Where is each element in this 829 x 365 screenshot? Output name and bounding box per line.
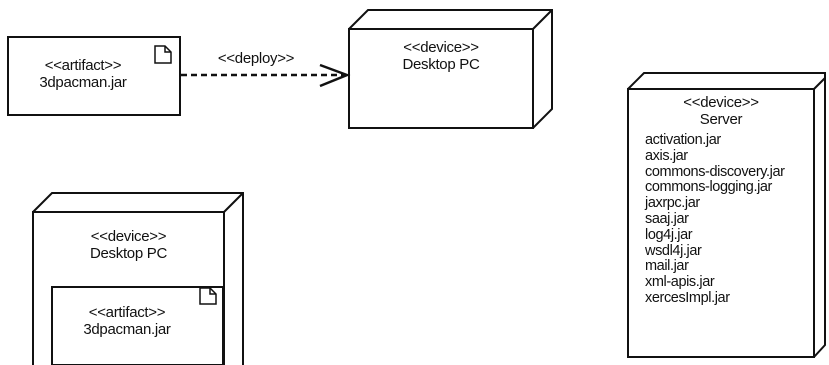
- device-stereotype: <<device>>: [403, 39, 479, 56]
- list-item: commons-discovery.jar: [645, 163, 785, 180]
- nested-artifact-label: <<artifact>> 3dpacman.jar: [52, 304, 202, 338]
- device-stereotype: <<device>>: [683, 94, 759, 111]
- device-name: Server: [699, 111, 743, 128]
- top-artifact-label: <<artifact>> 3dpacman.jar: [8, 57, 158, 91]
- list-item: jaxrpc.jar: [645, 195, 700, 212]
- list-item: wsdl4j.jar: [645, 242, 702, 259]
- list-item: commons-logging.jar: [645, 179, 772, 196]
- bottom-device-node: [32, 192, 244, 365]
- artifact-name: 3dpacman.jar: [39, 74, 127, 91]
- list-item: activation.jar: [645, 132, 721, 148]
- list-item: saaj.jar: [645, 210, 689, 227]
- bottom-device-label: <<device>> Desktop PC: [33, 228, 224, 262]
- deploy-arrowhead: [319, 63, 351, 88]
- list-item: axis.jar: [645, 147, 688, 164]
- top-device-label: <<device>> Desktop PC: [349, 39, 533, 73]
- nested-artifact-box: [51, 286, 224, 365]
- document-icon: [154, 45, 172, 64]
- list-item: log4j.jar: [645, 226, 693, 243]
- top-artifact-box: [7, 36, 181, 116]
- list-item: xercesImpl.jar: [645, 289, 730, 306]
- artifact-stereotype: <<artifact>>: [88, 304, 166, 321]
- list-item: mail.jar: [645, 258, 689, 275]
- server-device-node: [627, 72, 826, 358]
- artifact-name: 3dpacman.jar: [83, 321, 171, 338]
- top-device-node: [348, 9, 553, 129]
- artifact-stereotype: <<artifact>>: [44, 57, 122, 74]
- deploy-label: <<deploy>>: [217, 50, 295, 67]
- document-icon: [199, 287, 217, 305]
- server-device-label: <<device>> Server: [628, 94, 814, 128]
- device-stereotype: <<device>>: [90, 228, 167, 245]
- device-name: Desktop PC: [402, 56, 480, 73]
- server-artifact-list: activation.jar axis.jar commons-discover…: [645, 132, 785, 307]
- device-name: Desktop PC: [89, 245, 168, 262]
- list-item: xml-apis.jar: [645, 274, 715, 291]
